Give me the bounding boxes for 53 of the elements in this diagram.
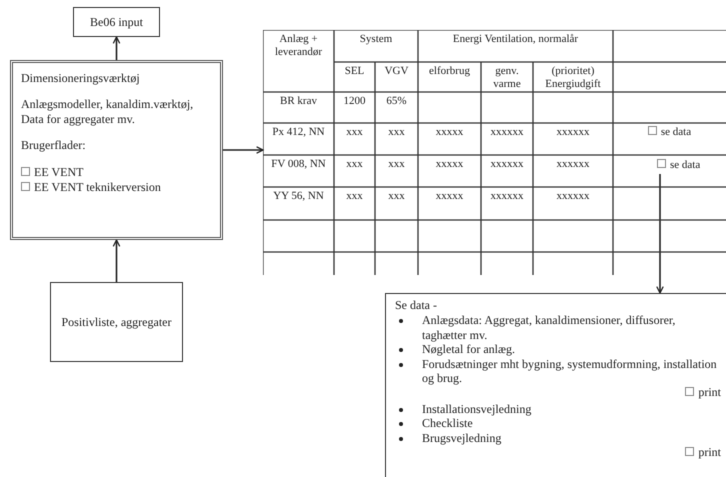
table-cell-text: xxxxxx xyxy=(556,126,590,138)
process-box: Positivliste, aggregater xyxy=(50,282,183,362)
arrow xyxy=(656,174,664,294)
list-item-text: Nøgletal for anlæg. xyxy=(422,342,515,356)
table-cell-text: xxxxxx xyxy=(490,126,524,138)
table-cell-text: xxx xyxy=(388,126,405,138)
table-cell-text: Energi Ventilation, normalår xyxy=(452,33,578,45)
table-cell-text: xxxxxx xyxy=(490,190,524,202)
table-cell-text: xxxxxx xyxy=(556,158,590,170)
arrow xyxy=(223,146,264,154)
checkbox-label: EE VENT xyxy=(34,164,84,179)
table-cell-text: xxxxx xyxy=(436,126,464,138)
list-item-text: Anlægsdata: Aggregat, kanaldimensioner, diffusorer, taghætter mv. xyxy=(422,313,676,342)
table-cell-text: xxxxx xyxy=(436,190,464,202)
table-cell-text: xxx xyxy=(346,126,363,138)
table-cell-text: xxxxxx xyxy=(490,158,524,170)
checkbox-label: se data xyxy=(670,159,700,171)
table-cell-text: Px 412, NN xyxy=(272,126,325,138)
table-cell-text: FV 008, NN xyxy=(271,158,326,170)
table-cell-text: se data xyxy=(660,126,692,138)
input-box: Be06 input xyxy=(73,7,160,37)
list-item-text: Checkliste xyxy=(422,416,473,430)
list-item-text: Forudsætninger mht bygning, systemudformning, installation og brug. xyxy=(422,356,717,385)
checkbox-label: print xyxy=(698,385,721,400)
checkbox-label: print xyxy=(698,444,721,459)
text: Se data - xyxy=(395,298,437,312)
table-cell-text: genv. varme xyxy=(493,65,521,90)
table-cell-text: elforbrug xyxy=(429,65,470,77)
table-cell-text: xxx xyxy=(388,190,405,202)
arrow xyxy=(112,36,120,60)
table-cell-text: YY 56, NN xyxy=(273,190,324,202)
table-cell-text: xxx xyxy=(346,190,363,202)
table-cell-text: System xyxy=(360,33,392,45)
info-box xyxy=(385,293,726,477)
table-cell-text: xxx xyxy=(388,158,405,170)
table-cell-text: 1200 xyxy=(344,95,366,107)
table-cell-text: 65% xyxy=(386,95,407,107)
list-item-text: Installationsvejledning xyxy=(422,402,532,416)
list-item-text: Brugsvejledning xyxy=(422,430,502,445)
table-cell-text: xxxxxx xyxy=(556,190,590,202)
table-cell-text: VGV xyxy=(384,65,408,77)
text: Brugerflader: xyxy=(21,138,86,152)
table-cell-text: (prioritet) Energiudgift xyxy=(545,65,601,90)
table-cell-text: xxx xyxy=(346,158,363,170)
table-cell-text: SEL xyxy=(344,65,364,77)
table-cell-text: Anlæg + leverandør xyxy=(274,33,322,58)
text: Dimensioneringsværktøj xyxy=(21,71,140,85)
table-cell-text: BR krav xyxy=(280,95,317,107)
tool-box xyxy=(10,60,223,240)
text: Anlægsmodeller, kanaldim.værktøj, Data for aggregater mv. xyxy=(21,97,194,126)
arrow xyxy=(112,239,120,282)
table-cell-text: xxxxx xyxy=(436,158,464,170)
checkbox-label: EE VENT teknikerversion xyxy=(34,180,161,194)
